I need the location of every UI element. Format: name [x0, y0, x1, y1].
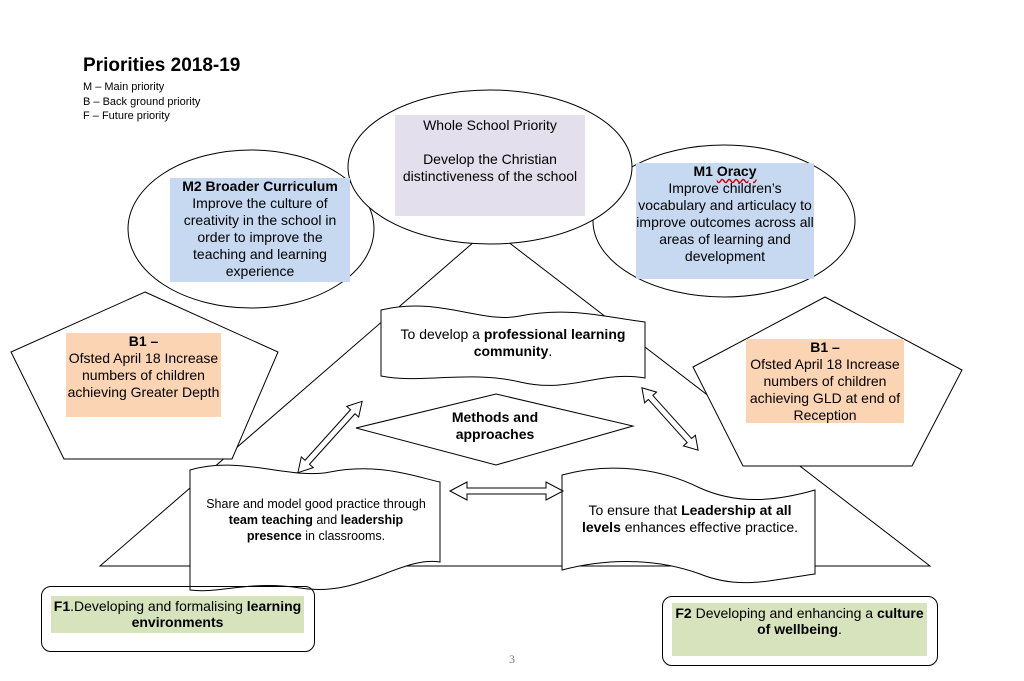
text-part: To ensure that [588, 502, 682, 518]
f1-label: F1 [53, 598, 71, 614]
f2-frame: F2 Developing and enhancing a culture of… [662, 596, 938, 666]
leadership-text: To ensure that Leadership at all levels … [570, 502, 810, 536]
b1-left-text: Ofsted April 18 Increase numbers of chil… [67, 350, 220, 400]
text-part: enhances effective practice. [620, 519, 799, 535]
f1-box: F1.Developing and formalising learning e… [51, 596, 304, 633]
text-part: . [548, 343, 553, 359]
whole-school-heading: Whole School Priority [423, 117, 557, 133]
whole-school-text: Develop the Christian distinctiveness of… [402, 151, 578, 184]
f2-text: Developing and enhancing a [691, 605, 877, 621]
banner-leadership [561, 467, 816, 584]
b1-right-box: B1 – Ofsted April 18 Increase numbers of… [746, 339, 904, 423]
m1-text: Improve children’s vocabulary and articu… [636, 180, 814, 264]
text-bold-part: professional learning community [473, 326, 626, 359]
legend-background: B – Back ground priority [83, 95, 201, 108]
f2-post: . [838, 621, 842, 637]
text-bold-part: team teaching [228, 513, 313, 527]
b1-right-text: Ofsted April 18 Increase numbers of chil… [749, 356, 901, 423]
text-bold-part: leadership presence [246, 513, 404, 543]
banner-team-teaching [189, 464, 441, 592]
team-teaching-text: Share and model good practice through te… [200, 496, 432, 544]
f2-bold: culture of wellbeing [757, 605, 924, 637]
text-part: in classrooms. [301, 529, 386, 543]
m1-label: M1 Oracy [636, 163, 814, 180]
legend-future: F – Future priority [83, 110, 170, 122]
methods-center-text: Methods and approaches [451, 409, 539, 442]
m1-code: M1 [693, 163, 713, 179]
b1-left-box: B1 – Ofsted April 18 Increase numbers of… [66, 333, 221, 417]
diamond-methods [355, 393, 635, 466]
priority-legend: M – Main priority B – Back ground priori… [83, 80, 200, 124]
f2-label: F2 [675, 605, 692, 621]
f1-text: .Developing and formalising [70, 598, 247, 614]
f2-box: F2 Developing and enhancing a culture of… [672, 603, 927, 656]
page-title: Priorities 2018-19 [83, 55, 241, 76]
professional-learning-text: To develop a professional learning commu… [388, 326, 638, 360]
text-part: Share and model good practice through [206, 497, 426, 511]
text-part: and [312, 513, 341, 527]
text-part: To develop a [400, 326, 484, 342]
banner-professional-learning [380, 305, 646, 386]
m1-word: Oracy [716, 163, 757, 179]
m2-label: M2 Broader Curriculum [182, 178, 338, 194]
m2-box: M2 Broader Curriculum Improve the cultur… [170, 178, 350, 282]
arrow-horizontal [448, 481, 565, 501]
whole-school-box: Whole School Priority Develop the Christ… [395, 115, 585, 216]
arrow-left-diagonal [297, 400, 363, 474]
b1-right-label: B1 – [810, 339, 840, 355]
m2-text: Improve the culture of creativity in the… [183, 195, 337, 279]
f1-frame: F1.Developing and formalising learning e… [41, 586, 315, 652]
m1-box: M1 Oracy Improve children’s vocabulary a… [636, 163, 814, 279]
text-bold-part: Leadership at all levels [581, 502, 792, 535]
arrow-right-diagonal [641, 387, 699, 451]
page-number: 3 [509, 652, 515, 666]
f1-bold: learning environments [131, 598, 302, 630]
b1-left-label: B1 – [128, 333, 159, 349]
legend-main: M – Main priority [83, 81, 165, 93]
